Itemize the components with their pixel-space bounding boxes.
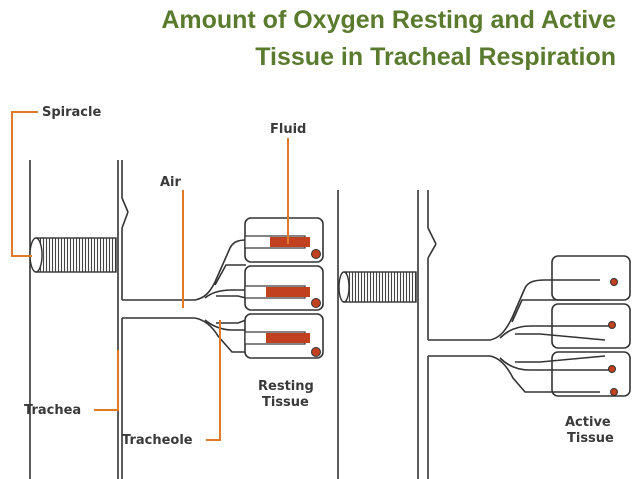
resting-tissue-label-line1: Resting [258,379,314,394]
spiracle-label: Spiracle [42,105,101,120]
active-tissue-cells [551,255,631,397]
title-line-2: Tissue in Tracheal Respiration [255,43,616,71]
resting-tracheole-fluid [244,235,321,357]
right-body-wall [337,190,490,479]
spiracle-coil-right [338,271,417,303]
spiracle-coil-left [29,237,117,273]
tracheole-branches-right [489,279,610,393]
tracheole-branches-left [194,239,247,353]
trachea-tube-left [121,160,195,479]
trachea-label: Trachea [24,403,81,418]
label-leader-lines [11,111,289,441]
active-tissue-label-line1: Active [565,415,611,430]
active-tracheole-fluid [608,278,618,396]
air-label: Air [160,175,182,190]
left-body-wall [29,160,119,479]
resting-tissue-label-line2: Tissue [262,395,309,410]
tracheole-label: Tracheole [122,433,193,448]
active-tissue-label-line2: Tissue [567,431,614,446]
page-title: Amount of Oxygen Resting and Active Tiss… [16,2,616,76]
title-line-1: Amount of Oxygen Resting and Active [161,6,616,34]
fluid-label: Fluid [270,122,306,137]
